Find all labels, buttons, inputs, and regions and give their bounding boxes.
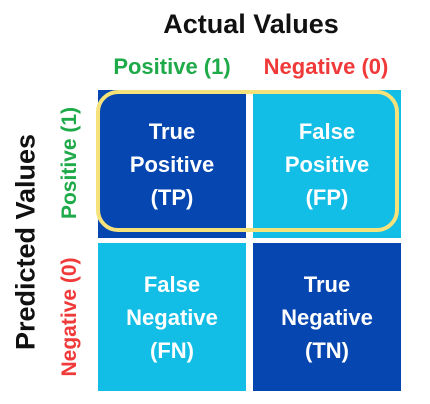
- actual-values-title: Actual Values: [163, 9, 339, 39]
- cell-tp-line3: (TP): [150, 184, 194, 210]
- cell-true-positive: True Positive (TP): [98, 90, 246, 238]
- cell-tp-line2: Positive: [129, 151, 215, 177]
- cell-tn-line1: True: [303, 271, 351, 297]
- cell-fp-line2: Positive: [284, 151, 370, 177]
- row-header-positive-wrapper: Positive (1): [52, 88, 88, 238]
- cell-fp-line1: False: [298, 118, 356, 144]
- predicted-values-title-wrapper: Predicted Values: [4, 90, 48, 394]
- cell-fn-line1: False: [143, 271, 201, 297]
- column-header-negative: Negative (0): [263, 54, 389, 79]
- cell-fn-line2: Negative: [126, 304, 218, 330]
- cell-fn-line3: (FN): [150, 337, 194, 363]
- cell-tn-line3: (TN): [305, 337, 349, 363]
- cell-tp-line1: True: [148, 118, 196, 144]
- row-header-negative-wrapper: Negative (0): [52, 242, 88, 392]
- row-header-positive: Positive (1): [58, 106, 81, 220]
- cell-false-positive: False Positive (FP): [253, 90, 401, 238]
- cell-tn-line2: Negative: [281, 304, 373, 330]
- predicted-values-title: Predicted Values: [10, 133, 41, 351]
- cell-false-negative: False Negative (FN): [98, 243, 246, 391]
- cell-true-negative: True Negative (TN): [253, 243, 401, 391]
- column-header-positive: Positive (1): [113, 54, 231, 79]
- cell-fp-line3: (FP): [305, 184, 349, 210]
- row-header-negative: Negative (0): [58, 257, 81, 377]
